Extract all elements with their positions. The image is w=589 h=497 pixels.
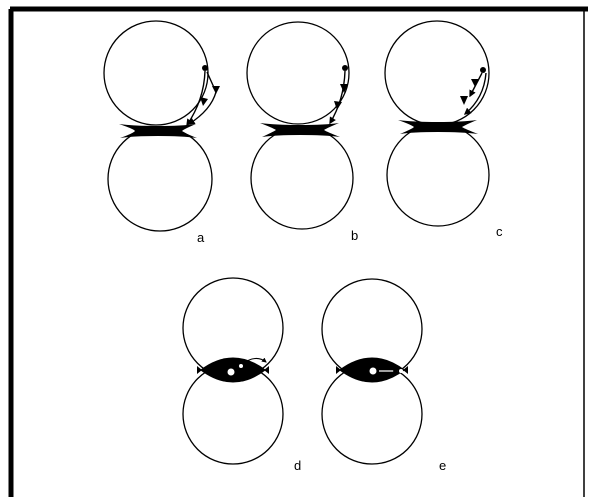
- source-point-b: [342, 65, 348, 71]
- panel-d: d: [182, 277, 301, 473]
- arrowhead-mid-c1: [471, 79, 479, 87]
- panel-b: b: [246, 21, 358, 243]
- source-point-a: [202, 65, 208, 71]
- arrowhead-mid-c2: [460, 96, 468, 105]
- panel-label-c: c: [496, 224, 503, 239]
- pore-d: [226, 367, 236, 377]
- arrowhead-mid-b1: [340, 84, 348, 93]
- panel-label-a: a: [197, 230, 205, 245]
- particle-pair-c: [384, 20, 490, 227]
- source-point-c: [480, 67, 486, 73]
- particle-pair-b: [246, 21, 354, 230]
- neck-tip-left-e: [336, 366, 341, 374]
- neck-c: [398, 120, 478, 134]
- vacancy-e: [399, 369, 403, 373]
- particle-top-b: [246, 21, 350, 125]
- panel-a: a: [103, 20, 220, 245]
- diffusion-arrow-c2: [463, 72, 487, 115]
- arrowhead-mid-b2: [334, 101, 342, 110]
- particle-pair-a: [103, 20, 213, 232]
- neck-tip-left-d: [197, 366, 202, 374]
- grain-boundary-arrow-d: [241, 357, 267, 365]
- neck-a: [119, 124, 197, 138]
- vacancy-d: [239, 364, 243, 368]
- panel-e: e: [321, 278, 446, 473]
- pore-e: [368, 366, 378, 376]
- neck-b: [260, 123, 340, 137]
- arrowhead-mid2-a: [200, 97, 208, 106]
- panel-label-d: d: [294, 458, 301, 473]
- panel-label-e: e: [439, 458, 446, 473]
- panel-c: c: [384, 20, 503, 239]
- arrowhead-mid-a: [212, 86, 220, 94]
- neck-tip-right-d: [264, 366, 269, 374]
- panel-label-b: b: [351, 228, 358, 243]
- diffusion-arrow-b: [329, 70, 346, 125]
- neck-tip-right-e: [403, 366, 408, 374]
